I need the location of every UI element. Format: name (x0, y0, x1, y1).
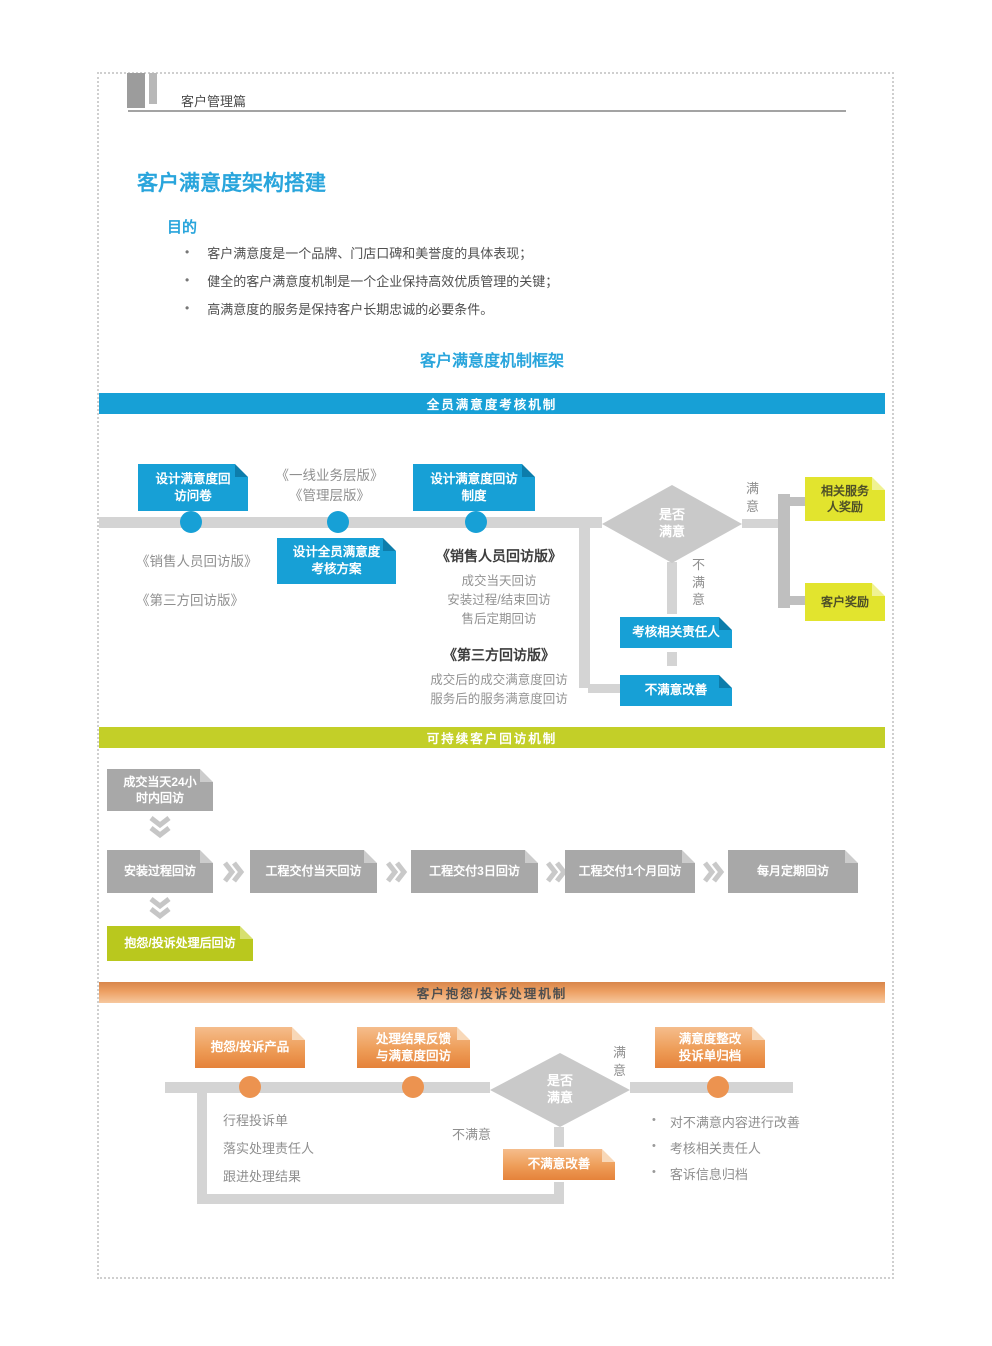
box-delivery-3day-revisit: 工程交付3日回访 (411, 850, 538, 893)
section1-down-connector (579, 517, 590, 688)
purpose-bullet: 客户满意度是一个品牌、门店口碑和美誉度的具体表现； (185, 243, 785, 271)
sales-detail-item: 售后定期回访 (461, 612, 537, 626)
chevron-down-icon (146, 896, 174, 927)
box-customer-reward: 客户奖励 (805, 583, 885, 621)
box-24h-revisit: 成交当天24小 时内回访 (107, 769, 213, 811)
improvement-list: 对不满意内容进行改善 考核相关责任人 客诉信息归档 (652, 1112, 882, 1190)
revisit-detail-block: 《销售人员回访版》 成交当天回访 安装过程/结束回访 售后定期回访 《第三方回访… (410, 546, 588, 709)
box-design-questionnaire: 设计满意度回 访问卷 (138, 464, 248, 511)
section1-bracket-bottom-stub (788, 596, 805, 605)
box-result-feedback: 处理结果反馈 与满意度回访 (357, 1027, 470, 1068)
timeline-node-dot (707, 1076, 729, 1098)
improvement-item: 客诉信息归档 (652, 1164, 882, 1190)
section1-diamond-down-stub (667, 562, 677, 614)
box-monthly-revisit: 每月定期回访 (728, 850, 858, 893)
purpose-heading: 目的 (167, 219, 198, 236)
page-border (97, 72, 894, 1279)
purpose-list: 客户满意度是一个品牌、门店口碑和美誉度的具体表现； 健全的客户满意度机制是一个企… (185, 243, 785, 327)
chevron-right-icon (701, 859, 725, 890)
framework-title: 客户满意度机制框架 (419, 353, 564, 370)
timeline-node-dot (327, 511, 349, 533)
box-unsatisfied-improve: 不满意改善 (620, 675, 732, 706)
section1-bracket-top-stub (788, 497, 805, 506)
complaint-step-item: 跟进处理结果 (223, 1169, 302, 1184)
complaint-step-item: 落实处理责任人 (223, 1141, 315, 1156)
section1-between-boxes-stub (667, 652, 677, 666)
complaint-step-list: 行程投诉单 落实处理责任人 跟进处理结果 (223, 1110, 314, 1194)
box-delivery-1month-revisit: 工程交付1个月回访 (565, 850, 695, 893)
header-deco-bar-small (149, 73, 157, 104)
section3-loop-bottom (197, 1194, 564, 1204)
label-unsatisfied: 不 满 意 (692, 557, 706, 608)
box-install-revisit: 安装过程回访 (107, 850, 213, 893)
label-thirdparty-version: 《第三方回访版》 (136, 593, 244, 608)
improvement-item: 考核相关责任人 (652, 1138, 882, 1164)
box-assess-responsible: 考核相关责任人 (620, 617, 732, 648)
label-satisfied: 满 意 (746, 481, 760, 514)
sales-detail-item: 安装过程/结束回访 (447, 593, 551, 607)
page-title: 客户满意度架构搭建 (137, 172, 326, 195)
section2-banner: 可持续客户回访机制 (99, 727, 885, 748)
section3-loop-left (197, 1087, 207, 1204)
chevron-right-icon (544, 859, 568, 890)
chevron-down-icon (146, 815, 174, 846)
section1-improve-stub (588, 684, 622, 693)
timeline-node-dot (402, 1076, 424, 1098)
section3-loop-right (554, 1182, 564, 1202)
box-staff-reward: 相关服务 人奖励 (805, 477, 885, 521)
complaint-step-item: 行程投诉单 (223, 1113, 289, 1128)
sales-detail-item: 成交当天回访 (461, 574, 537, 588)
label-sales-version: 《销售人员回访版》 (136, 554, 258, 569)
timeline-node-dot (180, 511, 202, 533)
box-rectify-archive: 满意度整改 投诉单归档 (655, 1027, 765, 1068)
thirdparty-detail-heading: 《第三方回访版》 (443, 647, 555, 663)
section1-banner: 全员满意度考核机制 (99, 393, 885, 414)
chevron-right-icon (384, 859, 408, 890)
improvement-item: 对不满意内容进行改善 (652, 1112, 882, 1138)
section1-diamond-right-stub (742, 519, 780, 528)
chevron-right-icon (221, 859, 245, 890)
section3-timeline-left (165, 1082, 490, 1093)
purpose-bullet: 健全的客户满意度机制是一个企业保持高效优质管理的关键； (185, 271, 785, 299)
label-version-layers: 《一线业务层版》 《管理层版》 (275, 468, 384, 504)
box-unsatisfied-improve: 不满意改善 (503, 1149, 615, 1180)
box-after-complaint-revisit: 抱怨/投诉处理后回访 (107, 926, 253, 961)
label-satisfied: 满 意 (613, 1045, 627, 1078)
section3-diamond-down-stub (554, 1127, 564, 1147)
box-complaint-product: 抱怨/投诉产品 (195, 1027, 305, 1068)
thirdparty-detail-item: 成交后的成交满意度回访 (430, 673, 568, 687)
timeline-node-dot (239, 1076, 261, 1098)
section1-reward-bracket (778, 494, 790, 608)
section3-banner: 客户抱怨/投诉处理机制 (99, 982, 885, 1003)
thirdparty-detail-item: 服务后的服务满意度回访 (430, 692, 568, 706)
box-design-revisit-system: 设计满意度回访 制度 (413, 464, 535, 511)
timeline-node-dot (465, 511, 487, 533)
box-design-assessment-plan: 设计全员满意度 考核方案 (277, 538, 396, 584)
header-deco-bar-large (127, 73, 145, 108)
header-label: 客户管理篇 (181, 94, 247, 109)
sales-detail-heading: 《销售人员回访版》 (436, 548, 562, 564)
section1-timeline (99, 517, 602, 528)
label-unsatisfied: 不满意 (452, 1127, 492, 1142)
purpose-bullet: 高满意度的服务是保持客户长期忠诚的必要条件。 (185, 299, 785, 327)
box-delivery-day-revisit: 工程交付当天回访 (250, 850, 377, 893)
header-rule (128, 110, 846, 112)
